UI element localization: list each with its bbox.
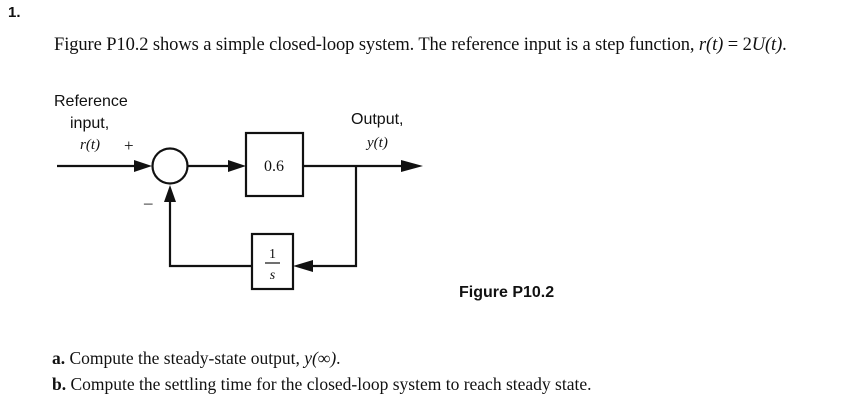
part-b-letter: b. — [52, 374, 67, 394]
output-label-line1: Output, — [351, 111, 403, 128]
part-a-text: Compute the steady-state output, — [65, 348, 305, 368]
question-part-a: a. Compute the steady-state output, y(∞)… — [52, 348, 341, 369]
plus-sign: + — [124, 136, 134, 155]
figure-caption: Figure P10.2 — [459, 284, 555, 301]
intro-text: Figure P10.2 shows a simple closed-loop … — [54, 35, 699, 55]
forward-gain-value: 0.6 — [264, 158, 284, 175]
feedback-denominator: s — [270, 268, 276, 283]
part-a-letter: a. — [52, 348, 66, 368]
reference-label-line1: Reference — [54, 93, 128, 110]
part-a-end: . — [336, 348, 341, 368]
part-b-text: Compute the settling time for the closed… — [66, 374, 592, 394]
feedback-sum-arrowhead — [164, 185, 176, 202]
intro-end: . — [782, 35, 787, 55]
feedback-path-left — [168, 199, 252, 268]
feedback-path-right — [313, 166, 358, 268]
minus-sign: – — [143, 193, 153, 212]
feedback-integrator-block — [250, 232, 295, 291]
intro-equation-eq: = 2 — [723, 35, 752, 55]
question-part-b: b. Compute the settling time for the clo… — [52, 374, 591, 395]
input-arrowhead — [134, 160, 152, 172]
problem-statement: Figure P10.2 shows a simple closed-loop … — [54, 35, 787, 56]
forward-arrowhead — [228, 160, 246, 172]
question-number: 1. — [8, 4, 21, 21]
intro-equation-lhs: r(t) — [698, 35, 724, 55]
feedback-numerator: 1 — [269, 247, 276, 262]
forward-gain-block — [244, 131, 305, 198]
output-variable: y(t) — [365, 135, 388, 151]
feedback-block-arrowhead — [293, 260, 313, 272]
reference-variable: r(t) — [80, 137, 100, 153]
summing-junction — [151, 147, 189, 185]
reference-label-line2: input, — [70, 115, 109, 132]
output-arrowhead — [401, 160, 423, 172]
part-a-variable: y(∞) — [304, 348, 337, 368]
intro-equation-rhs: U(t) — [751, 35, 783, 55]
